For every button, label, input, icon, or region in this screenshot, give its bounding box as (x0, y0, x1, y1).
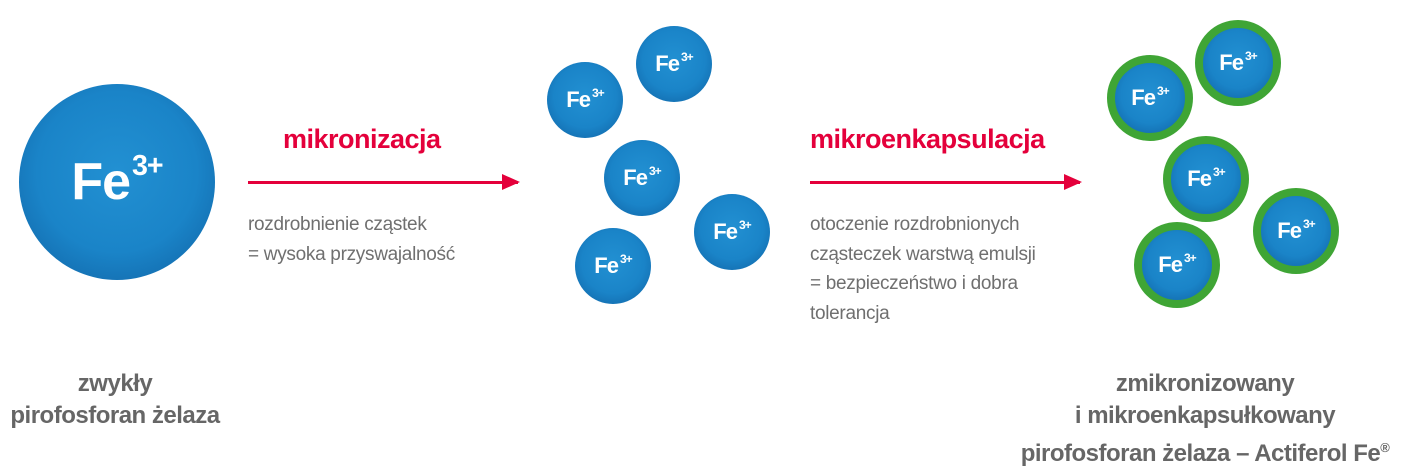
ion-charge: 3+ (738, 218, 752, 233)
ion-symbol: Fe (1158, 252, 1183, 277)
step2-arrow (810, 174, 1082, 190)
ion-symbol: Fe (1187, 166, 1212, 191)
ion-charge: 3+ (1156, 84, 1170, 99)
regular-iron-label: zwykły pirofosforan żelaza (0, 368, 230, 432)
label-line: pirofosforan żelaza – Actiferol Fe® (1000, 432, 1410, 470)
step1-title: mikronizacja (283, 124, 441, 154)
desc-line: = bezpieczeństwo i dobra (810, 273, 1018, 294)
ion-symbol: Fe (594, 253, 619, 278)
ion-charge: 3+ (1183, 251, 1197, 266)
ion-charge: 3+ (132, 149, 164, 182)
desc-line: tolerancja (810, 302, 890, 324)
ion-charge: 3+ (1244, 49, 1258, 64)
ion-symbol: Fe (71, 153, 131, 211)
ion-charge: 3+ (591, 86, 605, 101)
ion-charge: 3+ (648, 164, 662, 179)
ion-symbol: Fe (655, 51, 680, 76)
ion-charge: 3+ (1212, 165, 1226, 180)
step1-arrow (248, 174, 520, 190)
ion-symbol: Fe (1131, 85, 1156, 110)
registered-mark: ® (1380, 440, 1390, 455)
desc-line: otoczenie rozdrobnionych (810, 214, 1020, 235)
desc-line: rozdrobnienie cząstek (248, 214, 427, 235)
desc-line: cząsteczek warstwą emulsji (810, 243, 1036, 265)
step1-description: rozdrobnienie cząstek = wysoka przyswaja… (248, 210, 455, 269)
ion-symbol: Fe (623, 165, 648, 190)
ion-symbol: Fe (1277, 218, 1302, 243)
ion-charge: 3+ (680, 50, 694, 65)
label-line: pirofosforan żelaza (10, 402, 220, 429)
label-line: i mikroenkapsułkowany (1074, 402, 1336, 429)
ion-symbol: Fe (1219, 50, 1244, 75)
label-line: zwykły (77, 370, 153, 397)
ion-charge: 3+ (619, 252, 633, 267)
ion-charge: 3+ (1302, 217, 1316, 232)
product-name: pirofosforan żelaza – Actiferol Fe (1020, 440, 1381, 467)
label-line: zmikronizowany (1115, 370, 1295, 397)
step2-description: otoczenie rozdrobnionych cząsteczek wars… (810, 210, 1036, 328)
ion-symbol: Fe (713, 219, 738, 244)
actiferol-label: zmikronizowany i mikroenkapsułkowany pir… (1000, 368, 1410, 470)
ion-symbol: Fe (566, 87, 591, 112)
step2-title: mikroenkapsulacja (810, 124, 1045, 154)
desc-line: = wysoka przyswajalność (248, 243, 455, 265)
